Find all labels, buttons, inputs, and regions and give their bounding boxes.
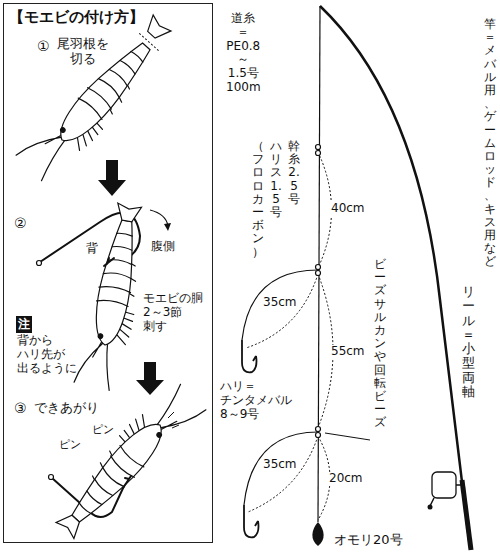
hook-point xyxy=(123,476,131,488)
reel-spec: リール＝小型両軸 xyxy=(462,285,475,399)
swivel xyxy=(316,271,321,276)
swivel-spec: ビーズサルカンや 回転ビーズ xyxy=(374,258,386,429)
line-spec: ハリス1.5号 xyxy=(270,140,282,219)
rod xyxy=(320,6,470,548)
shrimp-drawing xyxy=(74,217,150,393)
dimension: 35cm xyxy=(262,458,298,472)
direction-arrowhead xyxy=(164,223,171,231)
step-number: ① xyxy=(37,38,50,54)
hook-symbol xyxy=(242,340,257,372)
sinker-spec: オモリ20号 xyxy=(334,533,403,548)
sound-effect: ピン xyxy=(59,439,81,452)
direction-arrow xyxy=(150,210,168,226)
note-mark: 注 xyxy=(18,317,30,331)
part-label: 腹側 xyxy=(151,240,175,254)
dimension: 55cm xyxy=(330,345,366,359)
step-text: 尾羽根を 切る xyxy=(57,37,109,67)
instruction-panel: 【モエビの付け方】 ① 尾羽根を 切る ② 背 腹側モエビの胴 2～3節 刺す背から ハリ… xyxy=(3,3,213,543)
step-text: できあがり xyxy=(34,401,99,416)
cut-tail xyxy=(142,15,171,43)
motion-marks xyxy=(168,412,179,428)
branch-line xyxy=(244,432,318,505)
line-spec: 幹糸2.5号 xyxy=(288,140,300,206)
reel-foot xyxy=(430,485,463,506)
reel xyxy=(432,472,456,498)
step-arrow xyxy=(136,362,164,395)
hook-point xyxy=(104,258,114,266)
hook-symbol xyxy=(244,505,259,537)
line-spec: （フロロカーボン） xyxy=(252,140,264,259)
shrimp-tail xyxy=(115,203,141,223)
dimension: 35cm xyxy=(262,296,298,310)
swivel xyxy=(316,433,321,438)
line-spec: 道糸＝ PE0.8～1.5号 100m xyxy=(226,12,261,95)
part-label: 背 xyxy=(86,242,98,256)
swivel xyxy=(316,145,321,150)
instruction-text: モエビの胴 2～3節 刺す xyxy=(143,292,203,333)
dimension: 40cm xyxy=(330,202,366,216)
sinker xyxy=(312,522,323,546)
step-arrow xyxy=(98,160,126,196)
hook-spec: ハリ＝ チンタメバル 8～9号 xyxy=(220,380,292,421)
hook-eye xyxy=(49,475,54,480)
dimension: 20cm xyxy=(328,472,364,486)
note-badge: 注 xyxy=(16,316,32,333)
hook-eye xyxy=(37,261,42,266)
note-text: 背から ハリ先が 出るように xyxy=(17,334,77,375)
dimension-arc xyxy=(248,436,318,512)
swivel xyxy=(316,427,321,432)
rod-spec: 竿＝メバル用、ゲームロッド、キス用など xyxy=(484,18,496,269)
step-number: ② xyxy=(14,215,27,231)
reel-handle xyxy=(428,505,433,510)
step-number: ③ xyxy=(14,400,27,416)
leader-line xyxy=(325,433,370,440)
shrimp-tail xyxy=(56,511,85,539)
sound-effect: ピン xyxy=(92,424,114,437)
cut-line xyxy=(139,33,160,52)
panel-title: 【モエビの付け方】 xyxy=(9,9,144,26)
rod-grip xyxy=(462,480,471,550)
shrimp-drawing xyxy=(15,30,164,188)
dimension-arc xyxy=(246,274,318,348)
branch-line xyxy=(242,270,318,340)
swivel xyxy=(316,265,321,270)
swivel xyxy=(316,151,321,156)
